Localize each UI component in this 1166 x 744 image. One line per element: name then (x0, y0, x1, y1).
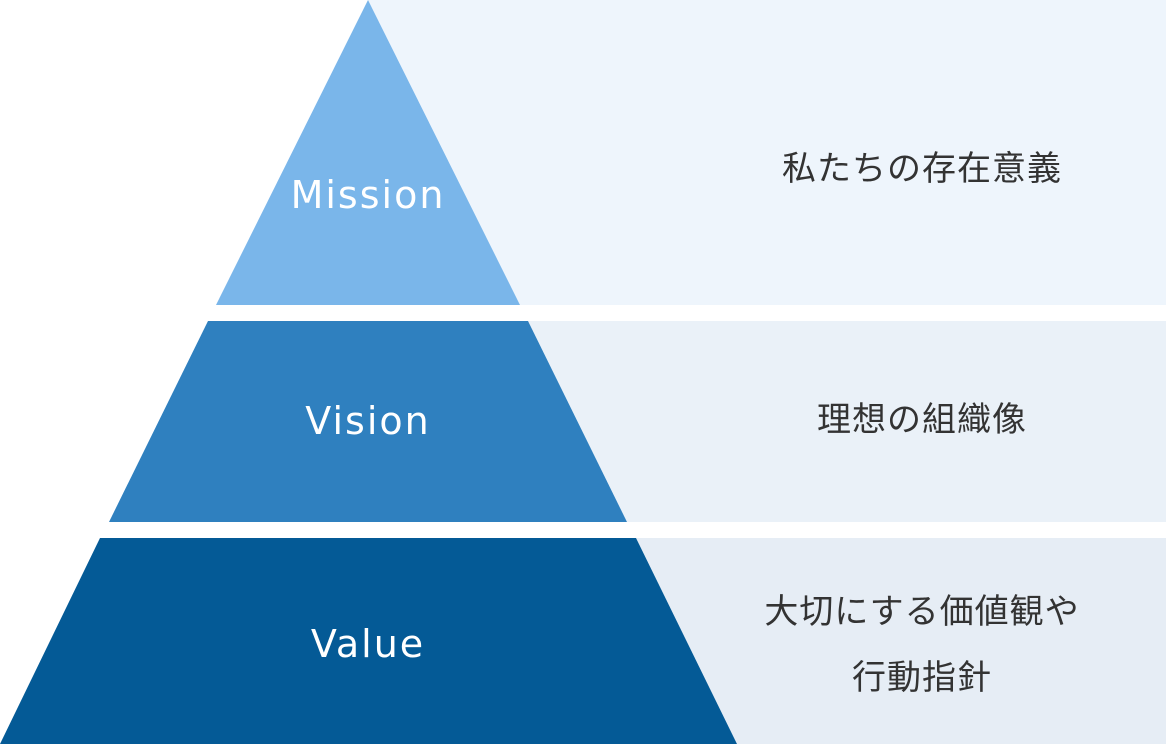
value-panel (636, 538, 1166, 744)
vision-description: 理想の組織像 (817, 400, 1027, 440)
tier-value: Value 大切にする価値観や 行動指針 (0, 538, 1166, 744)
mission-triangle (216, 0, 520, 305)
mission-panel (368, 0, 1166, 305)
value-description-line-2: 行動指針 (852, 658, 992, 698)
value-label: Value (311, 622, 425, 666)
tier-vision: Vision 理想の組織像 (109, 321, 1166, 522)
value-trapezoid (0, 538, 737, 744)
vision-trapezoid (109, 321, 627, 522)
value-description-line-1: 大切にする価値観や (764, 592, 1079, 632)
vision-label: Vision (305, 399, 430, 443)
mission-label: Mission (291, 173, 446, 217)
tier-mission: Mission 私たちの存在意義 (216, 0, 1166, 305)
mission-description: 私たちの存在意義 (782, 149, 1062, 189)
vision-panel (528, 321, 1166, 522)
